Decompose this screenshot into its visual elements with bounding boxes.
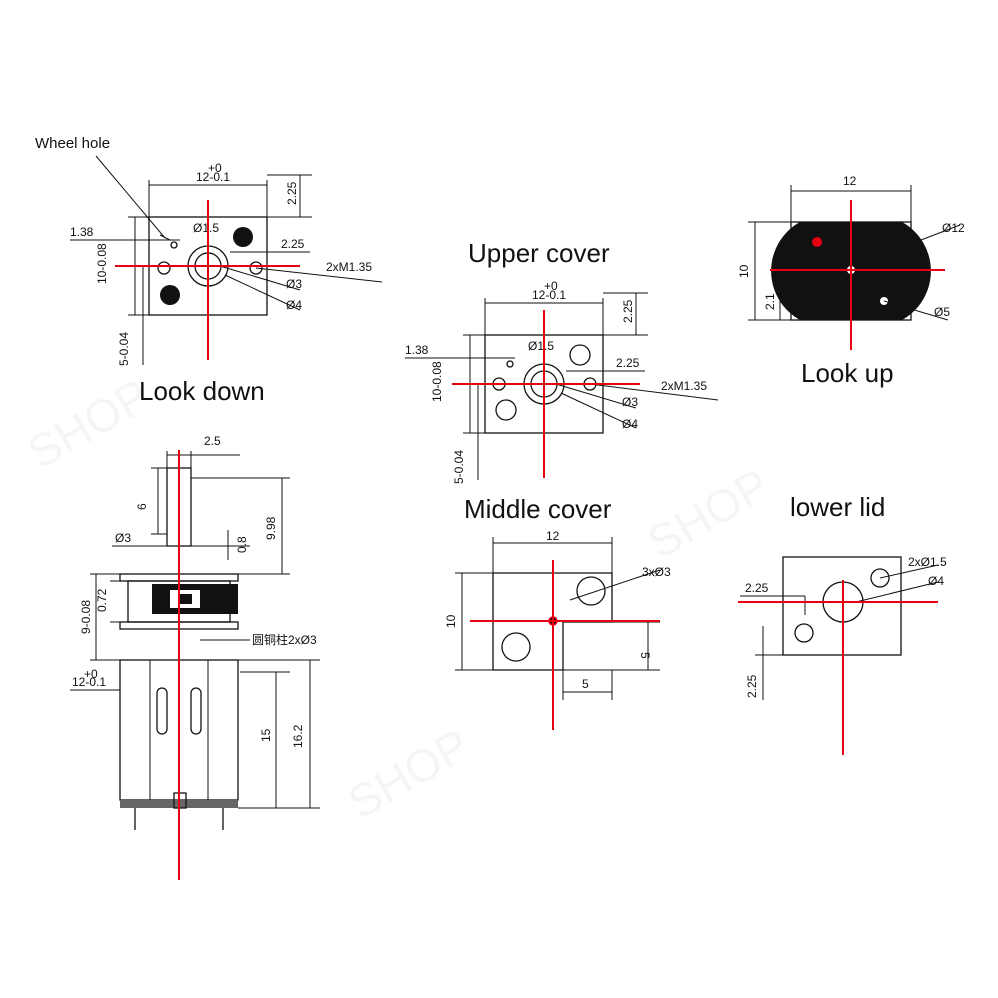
ld-d3: Ø3	[286, 277, 302, 291]
sv-shaft-flat: 2.5	[204, 434, 221, 448]
look-down-view: Wheel hole 12-0.1 +0 2.25 1.38 2.25 10-0…	[35, 135, 383, 406]
uc-bottom-offset: 5-0.04	[452, 450, 466, 484]
side-view: 2.5 6 Ø3 0.8 9.98 9-0.08 0.72 圆铜柱2xØ3	[70, 434, 320, 880]
sv-width-sup: +0	[84, 667, 98, 681]
mc-notch-h: 5	[638, 652, 652, 659]
lu-d5: Ø5	[934, 305, 950, 319]
ll-offset-y: 2.25	[745, 674, 759, 698]
ld-width: 12-0.1	[196, 170, 230, 184]
ld-bottom-offset: 5-0.04	[117, 332, 131, 366]
sv-gap: 0.8	[235, 536, 249, 553]
mc-holes: 3xØ3	[642, 565, 671, 579]
sv-shaft-len: 6	[135, 503, 149, 510]
ll-offset-x: 2.25	[745, 581, 769, 595]
sv-width: 12-0.1	[72, 675, 106, 689]
middle-cover-view: Middle cover 12 10 3xØ3 5 5	[444, 494, 671, 730]
svg-text:SHOP: SHOP	[639, 458, 778, 568]
watermark: SHOP SHOP SHOP	[19, 368, 778, 828]
uc-top-offset: 2.25	[621, 299, 635, 323]
sv-motor: 15	[259, 728, 273, 742]
lu-height: 10	[737, 264, 751, 278]
sv-shaft-dia: Ø3	[115, 531, 131, 545]
ld-height: 10-0.08	[95, 243, 109, 284]
lu-width: 12	[843, 174, 857, 188]
ll-d4: Ø4	[928, 574, 944, 588]
svg-text:SHOP: SHOP	[339, 718, 478, 828]
uc-hole-offset: 2.25	[616, 356, 640, 370]
sv-total-top: 9.98	[264, 516, 278, 540]
ld-width-sup: +0	[208, 161, 222, 175]
mc-notch-w: 5	[582, 677, 589, 691]
ld-hole-offset: 2.25	[281, 237, 305, 251]
sv-pillar: 圆铜柱2xØ3	[252, 632, 317, 647]
lower-lid-view: lower lid 2xØ1.5 Ø4 2.25 2.25	[738, 492, 947, 755]
ll-holes: 2xØ1.5	[908, 555, 947, 569]
lu-d12: Ø12	[942, 221, 965, 235]
uc-d3: Ø3	[622, 395, 638, 409]
lower-lid-title: lower lid	[790, 492, 885, 522]
sv-plate: 0.72	[95, 588, 109, 612]
sv-gearbox: 9-0.08	[79, 600, 93, 634]
wheel-hole-label: Wheel hole	[35, 135, 110, 152]
mc-height: 10	[444, 614, 458, 628]
ld-small-hole: Ø1.5	[193, 221, 219, 235]
ld-left-offset: 1.38	[70, 225, 94, 239]
look-down-title: Look down	[139, 376, 265, 406]
look-up-view: 12 10 2.1 Ø12 Ø5 Look up	[737, 174, 965, 388]
middle-cover-title: Middle cover	[464, 494, 612, 524]
upper-cover-title: Upper cover	[468, 238, 610, 268]
ld-d4: Ø4	[286, 298, 302, 312]
ld-top-offset: 2.25	[285, 181, 299, 205]
ld-thread: 2xM1.35	[326, 260, 372, 274]
uc-width: 12-0.1	[532, 288, 566, 302]
uc-d4: Ø4	[622, 417, 638, 431]
uc-height: 10-0.08	[430, 361, 444, 402]
uc-left-offset: 1.38	[405, 343, 429, 357]
uc-width-sup: +0	[544, 279, 558, 293]
sv-motor-total: 16.2	[291, 724, 305, 748]
uc-small-hole: Ø1.5	[528, 339, 554, 353]
mc-width: 12	[546, 529, 560, 543]
upper-cover-view: Upper cover 12-0.1 +0 2.25 1.38 2.25 10-…	[405, 238, 719, 484]
svg-text:SHOP: SHOP	[19, 368, 158, 478]
lu-offset: 2.1	[763, 293, 777, 310]
uc-thread: 2xM1.35	[661, 379, 707, 393]
look-up-title: Look up	[801, 358, 894, 388]
